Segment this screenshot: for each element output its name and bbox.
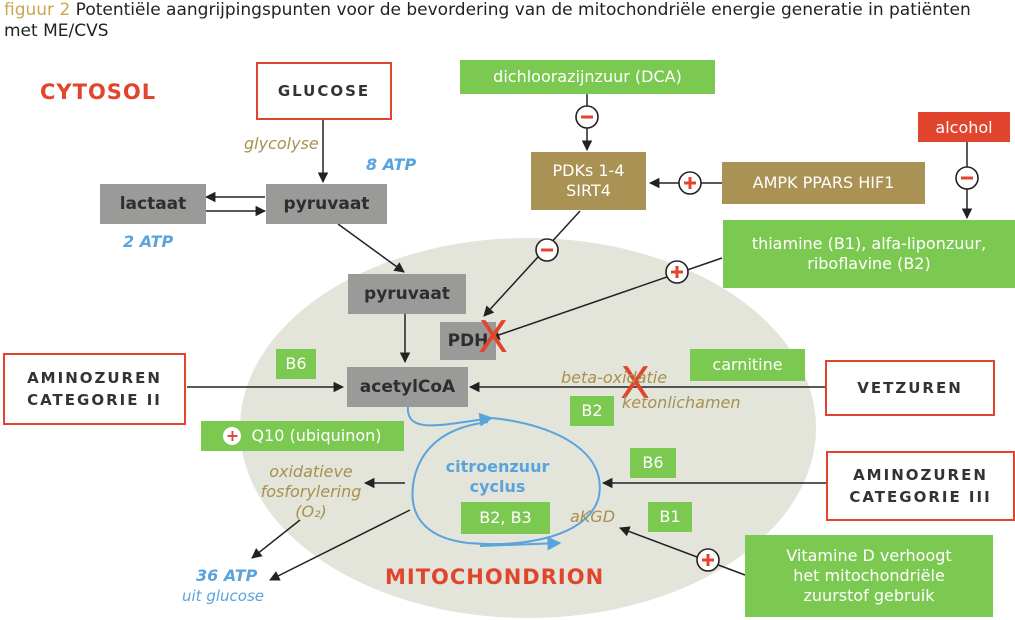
minus-sign-dca xyxy=(575,105,599,129)
vitd-line1: Vitamine D verhoogt xyxy=(786,546,952,565)
oxidatieve-fosforylering-label: oxidatieve fosforylering (O₂) xyxy=(256,462,366,522)
alcohol-label: alcohol xyxy=(935,117,993,137)
b6-right-label: B6 xyxy=(642,453,664,472)
cycle-arc-right xyxy=(491,417,601,501)
b2b3-label: B2, B3 xyxy=(479,508,532,527)
glucose-box: GLUCOSE xyxy=(256,62,392,120)
thiamine-box: thiamine (B1), alfa-liponzuur, riboflavi… xyxy=(723,220,1015,288)
vitd-line3: zuurstof gebruik xyxy=(803,586,935,605)
alcohol-box: alcohol xyxy=(918,112,1010,142)
acetylcoa-box: acetylCoA xyxy=(347,367,468,407)
figure-caption: figuur 2 Potentiële aangrijpingspunten v… xyxy=(4,0,1004,42)
atp-8-label: 8 ATP xyxy=(366,155,417,174)
aminozuren-ii-box: AMINOZUREN CATEGORIE II xyxy=(3,353,186,425)
dca-label: dichloorazijnzuur (DCA) xyxy=(493,67,682,86)
beta-oxidatie-label: beta-oxidatie xyxy=(561,368,668,387)
vitamine-d-box: Vitamine D verhoogt het mitochondriële z… xyxy=(745,535,993,617)
arrow-pyruvaat-mito xyxy=(337,223,405,273)
cycle-line1: citroenzuur xyxy=(445,457,550,476)
pyruvaat-mito-label: pyruvaat xyxy=(364,284,450,304)
q10-label: Q10 (ubiquinon) xyxy=(251,426,382,445)
ampk-label: AMPK PPARS HIF1 xyxy=(752,173,895,192)
pdh-label: PDH xyxy=(447,331,489,351)
thiamine-line1: thiamine (B1), alfa-liponzuur, xyxy=(751,234,987,253)
figure-caption-text: Potentiële aangrijpingspunten voor de be… xyxy=(4,0,971,41)
atp-36-sub-label: uit glucose xyxy=(182,587,264,605)
carnitine-box: carnitine xyxy=(690,349,805,381)
aminozuren-iii-box: AMINOZUREN CATEGORIE III xyxy=(826,451,1015,521)
ampk-box: AMPK PPARS HIF1 xyxy=(722,162,925,204)
pdh-blocked-cross: X xyxy=(478,312,509,363)
dca-box: dichloorazijnzuur (DCA) xyxy=(460,60,715,94)
lactaat-box: lactaat xyxy=(100,184,206,224)
mitochondrion-label: MITOCHONDRION xyxy=(385,565,605,589)
aminozuren-ii-line1: AMINOZUREN xyxy=(27,369,162,387)
arrow-oxfos-atp xyxy=(251,519,301,559)
cycle-arc-left xyxy=(411,421,599,546)
q10-box: + Q10 (ubiquinon) xyxy=(201,421,404,451)
aminozuren-iii-line1: AMINOZUREN xyxy=(853,466,988,484)
arrow-pdks-pdh xyxy=(483,210,581,317)
b6-left-label: B6 xyxy=(285,354,307,373)
plus-sign-vitd xyxy=(696,548,720,572)
atp-2-label: 2 ATP xyxy=(123,232,174,251)
oxfos-line2: fosforylering xyxy=(260,482,362,501)
cycle-line2: cyclus xyxy=(469,477,526,496)
citroenzuur-cyclus-label: citroenzuur cyclus xyxy=(445,457,550,497)
pdh-box: PDH xyxy=(440,322,496,360)
oxfos-line1: oxidatieve xyxy=(269,462,353,481)
vetzuren-box: VETZUREN xyxy=(825,360,995,416)
q10-plus-icon: + xyxy=(223,427,242,445)
carnitine-label: carnitine xyxy=(712,355,783,374)
minus-sign-alcohol xyxy=(955,166,979,190)
plus-sign-thiamine xyxy=(665,260,689,284)
arrow-vitd-akgd xyxy=(619,526,746,576)
pdks-line1: PDKs 1-4 xyxy=(552,161,625,180)
lactaat-label: lactaat xyxy=(119,194,187,214)
b1-box: B1 xyxy=(648,502,692,532)
vitd-line2: het mitochondriële xyxy=(793,566,945,585)
b6-right-box: B6 xyxy=(630,448,676,478)
thiamine-line2: riboflavine (B2) xyxy=(807,254,931,273)
figure-label: figuur 2 xyxy=(4,0,71,20)
beta-oxidatie-blocked-cross: X xyxy=(620,358,651,409)
aminozuren-ii-line2: CATEGORIE II xyxy=(27,391,162,409)
b2-beta-box: B2 xyxy=(570,396,614,426)
pdks-box: PDKs 1-4 SIRT4 xyxy=(531,152,646,210)
arrow-acetylcoa-into-cycle xyxy=(406,404,494,427)
b1-label: B1 xyxy=(659,507,681,526)
minus-sign-pdks xyxy=(535,238,559,262)
arrow-cycle-atp36 xyxy=(269,509,411,581)
aminozuren-iii-line2: CATEGORIE III xyxy=(849,488,992,506)
pyruvaat-cytosol-box: pyruvaat xyxy=(266,184,387,224)
akgd-label: aKGD xyxy=(570,507,616,526)
ketonlichamen-label: ketonlichamen xyxy=(622,393,741,412)
pdks-line2: SIRT4 xyxy=(566,181,611,200)
vetzuren-label: VETZUREN xyxy=(857,379,963,397)
oxfos-line3: (O₂) xyxy=(295,502,327,521)
plus-sign-ampk xyxy=(678,171,702,195)
pyruvaat-mito-box: pyruvaat xyxy=(348,274,466,314)
pyruvaat-cytosol-label: pyruvaat xyxy=(283,194,370,214)
b6-left-box: B6 xyxy=(276,349,316,379)
glycolyse-label: glycolyse xyxy=(244,134,319,153)
b2b3-box: B2, B3 xyxy=(461,502,550,534)
atp-36-label: 36 ATP xyxy=(196,566,258,585)
acetylcoa-label: acetylCoA xyxy=(359,377,456,397)
cytosol-label: CYTOSOL xyxy=(40,80,157,104)
cycle-arrow-bottom xyxy=(479,536,562,551)
glucose-label: GLUCOSE xyxy=(277,82,371,100)
b2-beta-label: B2 xyxy=(581,401,603,420)
